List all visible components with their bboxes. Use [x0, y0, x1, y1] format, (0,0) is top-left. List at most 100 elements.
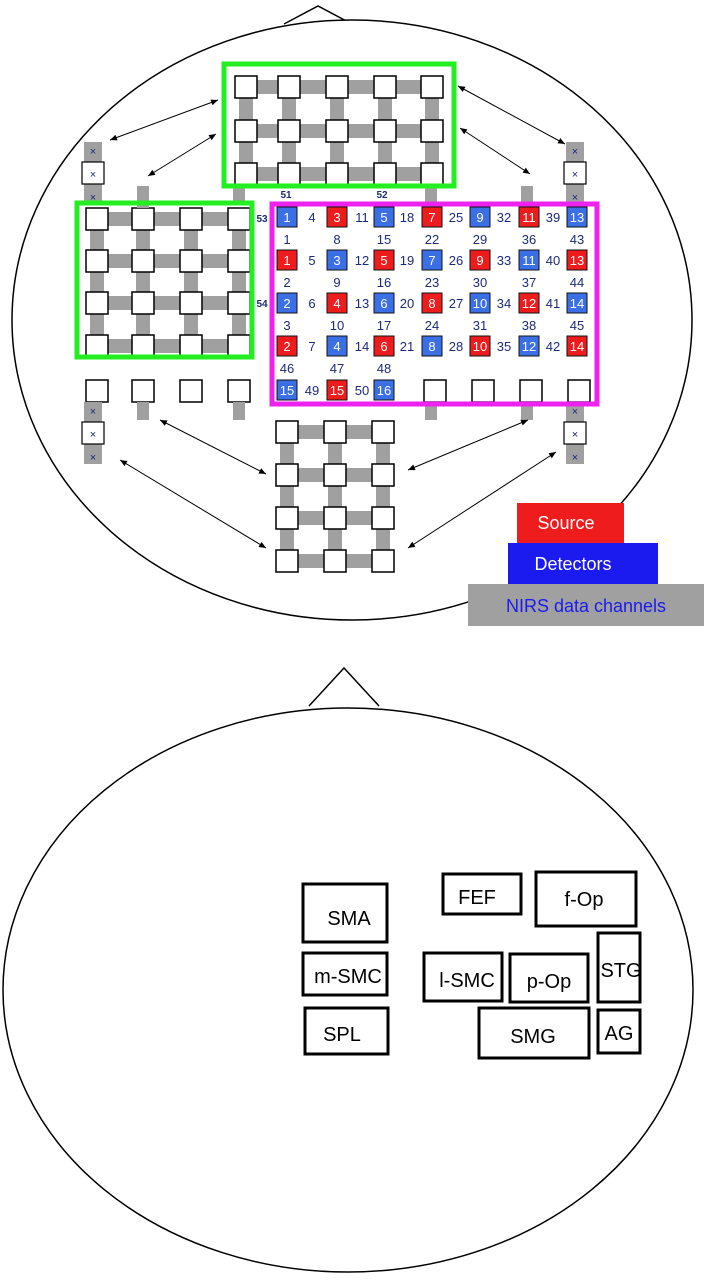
row-e-channel-label: 6	[308, 296, 315, 311]
row-g-source-cell	[469, 335, 491, 357]
right-bottom-x-marker: ×	[572, 406, 578, 418]
top-array-pad	[234, 75, 258, 99]
channel-52: 52	[376, 190, 388, 201]
row-f-channel-label: 24	[425, 318, 439, 333]
row-c-source-cell	[373, 249, 395, 271]
top-array-link	[378, 142, 392, 163]
left-array-link	[202, 339, 228, 353]
top-array-pad	[420, 162, 444, 186]
legend-channels-label: NIRS data channels	[506, 596, 666, 616]
left-array-link	[136, 314, 150, 335]
row-g-source-label: 14	[570, 339, 584, 354]
row-g-source-cell	[373, 335, 395, 357]
row-f-channel-label: 3	[283, 318, 290, 333]
top-array-link	[239, 98, 253, 120]
top-array-pad	[325, 75, 349, 99]
bottom-array-link	[346, 468, 372, 482]
top-array-pad	[373, 119, 397, 143]
left-top-x-marker: ×	[90, 192, 96, 204]
row-b-channel-label: 29	[473, 232, 487, 247]
row-c-channel-label: 26	[449, 253, 463, 268]
region-msmc: m-SMC	[314, 966, 382, 988]
connector-arrow	[407, 451, 557, 549]
row-a-source-label: 7	[428, 210, 435, 225]
top-array-link	[330, 98, 344, 120]
left-array-link	[202, 254, 228, 268]
bottom-array-pad	[323, 549, 347, 573]
top-array-pad	[325, 162, 349, 186]
row-a-source-cell	[518, 206, 540, 228]
bottom-head-outline	[2, 707, 694, 1273]
row-e-source-label: 4	[333, 296, 340, 311]
row-c-channel-label: 19	[400, 253, 414, 268]
top-array-link	[257, 80, 278, 94]
left-array-pad	[179, 249, 203, 273]
top-array-link	[330, 142, 344, 163]
magenta-frame	[269, 201, 600, 407]
connector-arrow	[109, 99, 219, 141]
region-fop-box	[534, 870, 638, 928]
region-smg: SMG	[510, 1026, 556, 1048]
top-array-link	[425, 98, 439, 120]
left-array-pad	[85, 334, 109, 358]
checker-probe-pads	[85, 75, 591, 573]
bottom-array-link	[376, 486, 390, 507]
row-e-source-label: 12	[522, 296, 536, 311]
row-b-channel-label: 15	[377, 232, 391, 247]
row-a-detector-label: 1	[283, 210, 290, 225]
row-g-detector-label: 8	[428, 339, 435, 354]
left-array-link	[108, 296, 132, 310]
right-top-x-marker: ×	[572, 192, 578, 204]
row-g-detector-cell	[518, 335, 540, 357]
left-array-link	[232, 272, 246, 292]
legend-source-box	[517, 503, 624, 543]
row-e-detector-cell	[373, 292, 395, 314]
bottom-array-link	[298, 554, 324, 568]
bottom-array-pad	[275, 506, 299, 530]
legend-detectors-box	[508, 543, 658, 584]
row-e-channel-label: 20	[400, 296, 414, 311]
top-array-link	[348, 124, 374, 138]
left-top-pad	[81, 161, 105, 185]
row-b-channel-label: 36	[522, 232, 536, 247]
bottom-array-link	[346, 425, 372, 439]
left-array-link	[90, 230, 104, 250]
row-a-detector-cell	[276, 206, 298, 228]
bottom-array-pad	[275, 420, 299, 444]
row-e-detector-label: 10	[473, 296, 487, 311]
channel-51: 51	[280, 190, 292, 201]
row-i-channel-label: 49	[305, 383, 319, 398]
row-c-detector-cell	[518, 249, 540, 271]
left-array-pad	[227, 249, 251, 273]
row-g-source-label: 10	[473, 339, 487, 354]
row-a-source-cell	[421, 206, 443, 228]
bottom-array-pad	[371, 506, 395, 530]
green-frame-top	[221, 61, 457, 189]
bottom-nose	[308, 666, 380, 707]
left-array-pad	[179, 207, 203, 231]
bottom-array-pad	[275, 549, 299, 573]
top-array-link	[239, 142, 253, 163]
legend-channels-box	[468, 584, 704, 626]
row-d-channel-label: 16	[377, 275, 391, 290]
gray-stub	[425, 186, 437, 204]
row-c-source-cell	[566, 249, 588, 271]
row-g-source-cell	[276, 335, 298, 357]
row-d-channel-label: 2	[283, 275, 290, 290]
row-b-channel-label: 1	[283, 232, 290, 247]
row-g-channel-label: 42	[546, 339, 560, 354]
legend-detectors-label: Detectors	[534, 554, 611, 574]
row-e-detector-label: 2	[283, 296, 290, 311]
side-strips: ××××××××××××	[81, 142, 587, 464]
row-e-channel-label: 13	[355, 296, 369, 311]
bottom-array-link	[298, 468, 324, 482]
connector-arrow	[459, 127, 531, 175]
left-array-pad	[227, 291, 251, 315]
row-a-channel-label: 39	[546, 210, 560, 225]
left-lower-pad	[131, 379, 155, 403]
row-g-channel-label: 21	[400, 339, 414, 354]
row-b-channel-label: 22	[425, 232, 439, 247]
row-i-source-cell	[326, 379, 348, 401]
top-array-link	[257, 167, 278, 181]
